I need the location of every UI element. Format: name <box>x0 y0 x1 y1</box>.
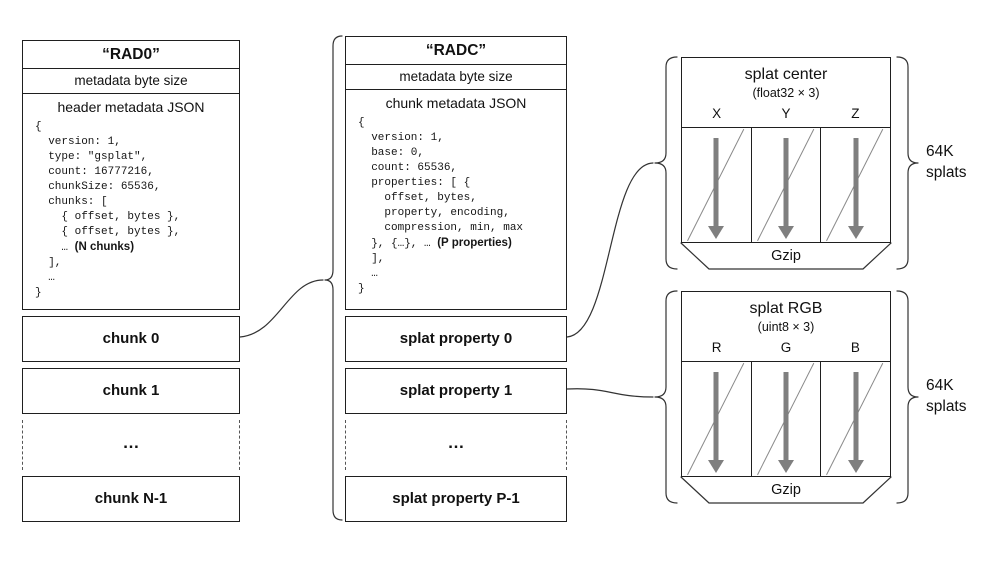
radc-metadata-size-row: metadata byte size <box>346 65 566 90</box>
column-label-r: R <box>711 340 722 355</box>
gzip-label-center: Gzip <box>771 248 801 264</box>
rad0-row-chunk-n-1: chunk N-1 <box>22 476 240 522</box>
down-arrow <box>853 372 859 460</box>
brace-splat-rgb-left <box>654 290 678 504</box>
rad0-row-chunk-0: chunk 0 <box>22 316 240 362</box>
radc-magic-title: “RADC” <box>346 37 566 65</box>
data-column-r <box>682 362 751 476</box>
rad0-json-label: header metadata JSON <box>57 99 205 115</box>
rad0-row-ellipsis: … <box>22 420 240 470</box>
splat-center-column-labels: X Y Z <box>682 103 890 127</box>
down-arrow-head <box>708 460 725 473</box>
down-arrow <box>713 138 719 226</box>
splat-center-title: splat center <box>744 66 828 83</box>
rad0-magic-title: “RAD0” <box>23 41 239 69</box>
splat-count-label-center: 64K splats <box>926 143 967 181</box>
column-label-z: Z <box>851 106 860 121</box>
rad0-row-chunk-1: chunk 1 <box>22 368 240 414</box>
rad0-header-box: “RAD0” metadata byte size header metadat… <box>22 40 240 310</box>
radc-chunk-box: “RADC” metadata byte size chunk metadata… <box>345 36 567 522</box>
down-arrow <box>713 372 719 460</box>
splat-count-label-rgb: 64K splats <box>926 377 967 415</box>
splat-center-subtitle: (float32 × 3) <box>752 86 820 100</box>
splat-rgb-title: splat RGB <box>749 300 823 317</box>
radc-row-property-1: splat property 1 <box>345 368 567 414</box>
rad0-metadata-size-row: metadata byte size <box>23 69 239 94</box>
data-column-x <box>682 128 751 242</box>
connector-prop0-to-splat-center <box>566 162 654 338</box>
column-label-x: X <box>712 106 722 121</box>
radc-row-property-p-1: splat property P-1 <box>345 476 567 522</box>
down-arrow-head <box>778 226 794 239</box>
radc-json-label: chunk metadata JSON <box>385 95 527 111</box>
brace-splat-rgb-right <box>896 290 919 504</box>
down-arrow-head <box>847 226 864 239</box>
down-arrow-head <box>708 226 725 239</box>
data-column-b <box>820 362 890 476</box>
splat-center-box: splat center (float32 × 3) X Y Z <box>681 57 891 243</box>
down-arrow-head <box>847 460 864 473</box>
connector-chunk0-to-radc <box>239 279 324 338</box>
down-arrow <box>783 372 789 460</box>
column-label-g: G <box>780 340 792 355</box>
radc-header-box: “RADC” metadata byte size chunk metadata… <box>345 36 567 310</box>
data-column-g <box>750 362 821 476</box>
rad0-json-code: { version: 1, type: "gsplat", count: 167… <box>35 121 181 299</box>
brace-splat-center-left <box>654 56 678 270</box>
splat-rgb-box: splat RGB (uint8 × 3) R G B <box>681 291 891 477</box>
splat-rgb-subtitle: (uint8 × 3) <box>757 320 815 334</box>
rad0-file-box: “RAD0” metadata byte size header metadat… <box>22 40 240 522</box>
splat-rgb-cells <box>682 361 890 476</box>
radc-json-code: { version: 1, base: 0, count: 65536, pro… <box>358 117 524 295</box>
column-label-b: B <box>850 340 860 355</box>
brace-radc-left <box>324 35 343 521</box>
down-arrow-head <box>778 460 794 473</box>
radc-row-ellipsis: … <box>345 420 567 470</box>
brace-splat-center-right <box>896 56 919 270</box>
splat-rgb-column-labels: R G B <box>682 337 890 361</box>
connector-prop1-to-splat-rgb <box>566 388 654 398</box>
column-label-y: Y <box>781 106 791 121</box>
down-arrow <box>783 138 789 226</box>
splat-center-cells <box>682 127 890 242</box>
data-column-z <box>820 128 890 242</box>
data-column-y <box>750 128 821 242</box>
gzip-label-rgb: Gzip <box>771 482 801 498</box>
down-arrow <box>853 138 859 226</box>
radc-row-property-0: splat property 0 <box>345 316 567 362</box>
